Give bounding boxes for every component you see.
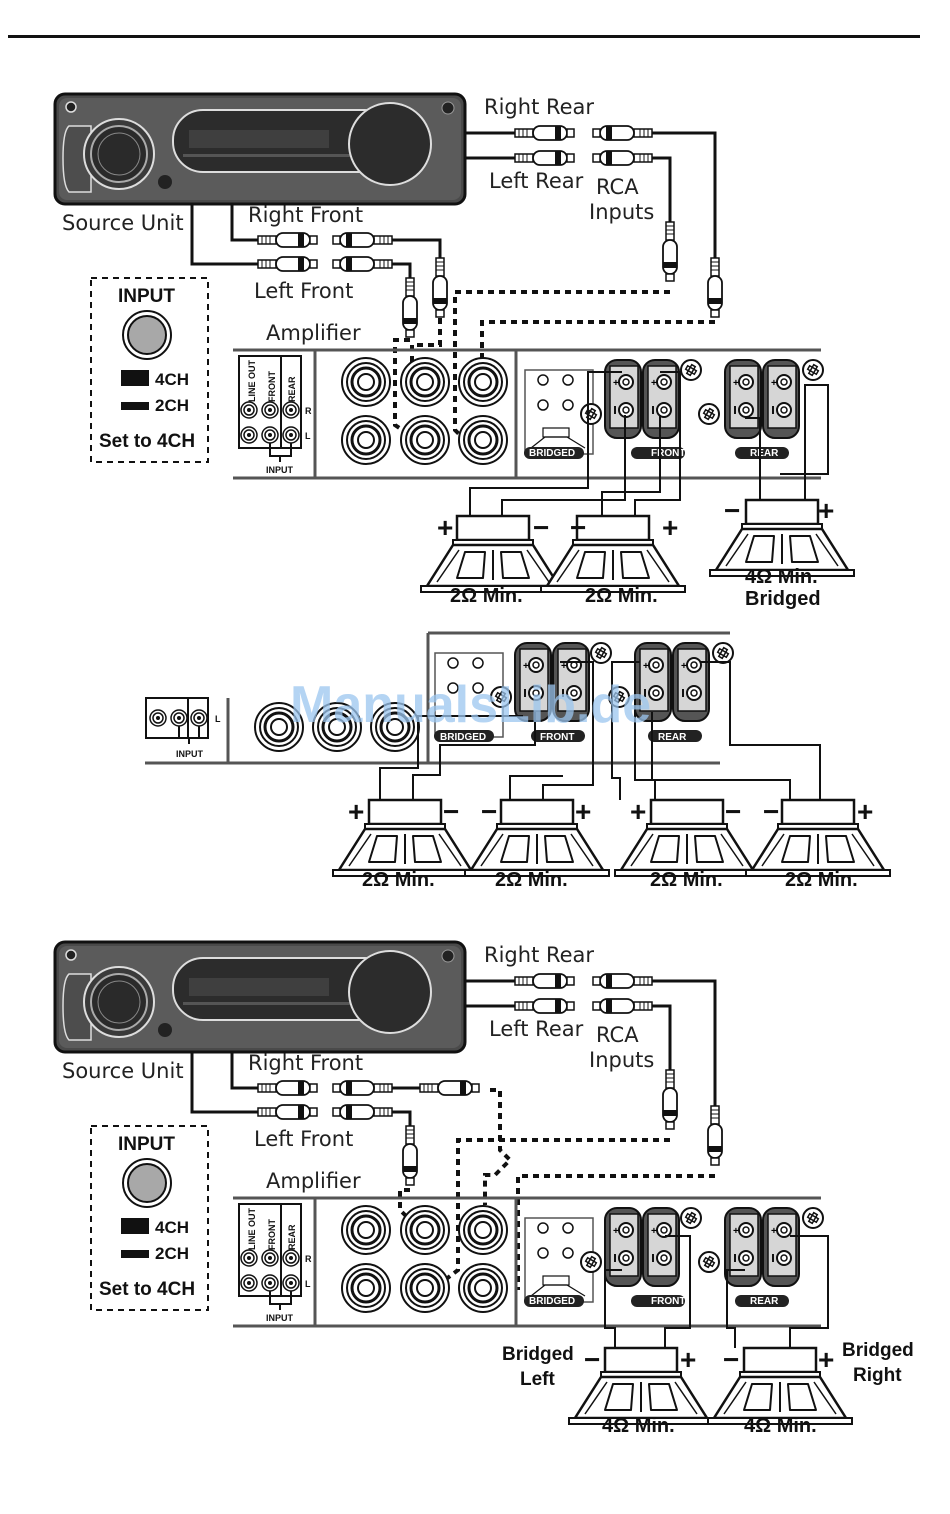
input-label-2: INPUT [176,749,204,759]
row-l-2: L [215,714,221,724]
watermark: ManualsLib.de [290,676,651,734]
bridged-pill: BRIDGED [529,448,575,459]
left-front-label-3: Left Front [254,1127,353,1151]
speaker-2-2-impedance: 2Ω Min. [495,869,568,891]
speaker-2-2-polarity-left: − [481,796,497,827]
input-switch-button-3[interactable] [127,1163,167,1203]
input-col-rear: REAR [287,376,297,402]
speaker-1-polarity-right: − [533,512,549,543]
bridged-pill-3: BRIDGED [529,1296,575,1307]
input-switch-setting-3: Set to 4CH [99,1279,195,1300]
amplifier-label-3: Amplifier [266,1169,361,1193]
rca-inputs-label-2: Inputs [589,200,654,224]
row-r-3: R [305,1254,312,1264]
source-unit-label: Source Unit [62,211,184,235]
speaker-3-mode: Bridged [745,588,821,610]
amplifier-panel-3 [233,1198,823,1326]
speaker-2-3-impedance: 2Ω Min. [650,869,723,891]
rca-plug-left-rear-in [593,151,652,165]
source-unit-label-3: Source Unit [62,1059,184,1083]
diagram-1-four-channel-plus-bridged: Source Unit Right Rear Left Rear RCA Inp… [53,92,856,610]
input-col-line-out: LINE OUT [247,359,257,402]
right-front-label: Right Front [248,203,363,227]
speaker-2-2-polarity-right: + [575,796,591,827]
row-r: R [305,406,312,416]
speaker-2-impedance: 2Ω Min. [585,585,658,607]
speaker-bl-label-2: Left [520,1369,556,1390]
speaker-2-1-polarity-right: − [443,796,459,827]
bridged-pill-2: BRIDGED [440,732,486,743]
front-pill: FRONT [651,448,685,459]
option-2ch: 2CH [155,396,189,415]
source-unit-head-unit [53,92,467,206]
front-pill-2: FRONT [540,732,574,743]
rca-inputs-label-1-3: RCA [596,1023,639,1047]
rca-plug-right-rear-out [514,125,575,141]
right-front-label-3: Right Front [248,1051,363,1075]
speaker-2-3-polarity-right: − [725,796,741,827]
speaker-br-impedance: 4Ω Min. [744,1415,817,1437]
option-4ch: 4CH [155,370,189,389]
speaker-br-polarity-left: − [723,1344,739,1375]
input-switch-box: INPUT 4CH 2CH Set to 4CH [90,277,209,463]
rear-pill: REAR [750,448,779,459]
rca-inputs-label-1: RCA [596,175,639,199]
input-switch-title: INPUT [118,286,175,307]
speaker-bl-impedance: 4Ω Min. [602,1415,675,1437]
speaker-bl-polarity-right: + [680,1344,696,1375]
source-unit-head-unit-3 [53,940,467,1054]
speaker-br-label-2: Right [853,1365,902,1386]
speaker-1-polarity-left: + [437,512,453,543]
speaker-3-polarity-right: + [818,495,834,526]
speaker-br-polarity-right: + [818,1344,834,1375]
input-col-rear-3: REAR [287,1224,297,1250]
header-rule [8,35,920,38]
input-label: INPUT [266,465,294,475]
rear-pill-2: REAR [658,732,687,743]
row-l-3: L [305,1279,311,1289]
input-switch-setting: Set to 4CH [99,431,195,452]
speaker-3-polarity-left: − [724,495,740,526]
speaker-br-label-1: Bridged [842,1340,914,1361]
speaker-bl-label-1: Bridged [502,1344,574,1365]
speaker-2-4-polarity-left: − [763,796,779,827]
option-2ch-3: 2CH [155,1244,189,1263]
input-col-front: FRONT [267,371,277,402]
option-4ch-3: 4CH [155,1218,189,1237]
input-switch-button[interactable] [127,315,167,355]
speaker-2-3-polarity-left: + [630,796,646,827]
row-l: L [305,431,311,441]
left-rear-label: Left Rear [489,169,584,193]
speaker-3-impedance: 4Ω Min. [745,566,818,588]
right-rear-label-3: Right Rear [484,943,594,967]
diagram-3-bridged-two-channel: Source Unit Right Rear Left Rear RCA Inp… [53,940,914,1437]
right-rear-label: Right Rear [484,95,594,119]
left-front-label: Left Front [254,279,353,303]
input-col-front-3: FRONT [267,1219,277,1250]
rca-inputs-label-2-3: Inputs [589,1048,654,1072]
speaker-2-1-impedance: 2Ω Min. [362,869,435,891]
speaker-2-polarity-left: − [570,512,586,543]
input-switch-title-3: INPUT [118,1134,175,1155]
speaker-1-impedance: 2Ω Min. [450,585,523,607]
speaker-bl-polarity-left: − [584,1344,600,1375]
input-switch-box-3: INPUT 4CH 2CH Set to 4CH [90,1125,209,1311]
rca-plug-left-rear-out [514,150,575,166]
rca-plug-right-rear-in [593,126,652,140]
diagram-2-four-channel: L INPUT BRIDGED FRONT REAR [145,631,892,891]
front-pill-3: FRONT [651,1296,685,1307]
input-col-line-out-3: LINE OUT [247,1207,257,1250]
speaker-2-4-impedance: 2Ω Min. [785,869,858,891]
amplifier-panel [233,350,823,478]
speaker-2-1-polarity-left: + [348,796,364,827]
input-label-3: INPUT [266,1313,294,1323]
y-adapter-plug [419,1080,480,1096]
amplifier-label: Amplifier [266,321,361,345]
speaker-2-4-polarity-right: + [857,796,873,827]
left-rear-label-3: Left Rear [489,1017,584,1041]
speaker-2-polarity-right: + [662,512,678,543]
rear-pill-3: REAR [750,1296,779,1307]
